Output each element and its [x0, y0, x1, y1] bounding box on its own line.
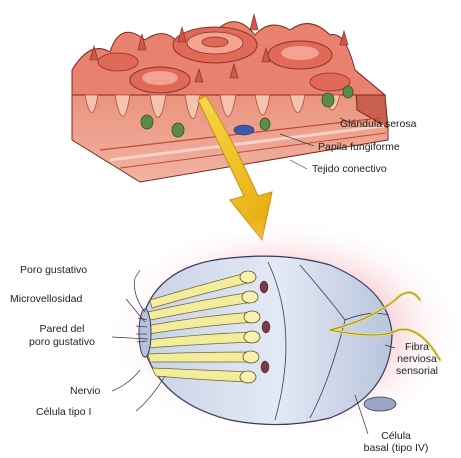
- label-nervio: Nervio: [70, 385, 100, 397]
- taste-bud: [105, 218, 461, 442]
- label-papila-fungiforme: Papila fungiforme: [318, 141, 400, 153]
- label-celula-basal-line2: basal (tipo IV): [346, 442, 446, 454]
- label-glandula-serosa: Glándula serosa: [340, 118, 416, 130]
- label-tejido-conectivo: Tejido conectivo: [312, 163, 387, 175]
- label-fibra-line2: nerviosa: [390, 353, 444, 365]
- label-poro-gustativo: Poro gustativo: [20, 264, 87, 276]
- label-fibra-line3: sensorial: [390, 365, 444, 377]
- label-pared-del-line1: Pared del: [12, 323, 112, 335]
- label-fibra-line1: Fibra: [390, 341, 444, 353]
- label-pared-del-line2: poro gustativo: [12, 336, 112, 348]
- label-celula-tipo-i: Célula tipo I: [36, 406, 91, 418]
- label-celula-basal-line1: Célula: [346, 430, 446, 442]
- label-microvellosidad: Microvellosidad: [10, 293, 82, 305]
